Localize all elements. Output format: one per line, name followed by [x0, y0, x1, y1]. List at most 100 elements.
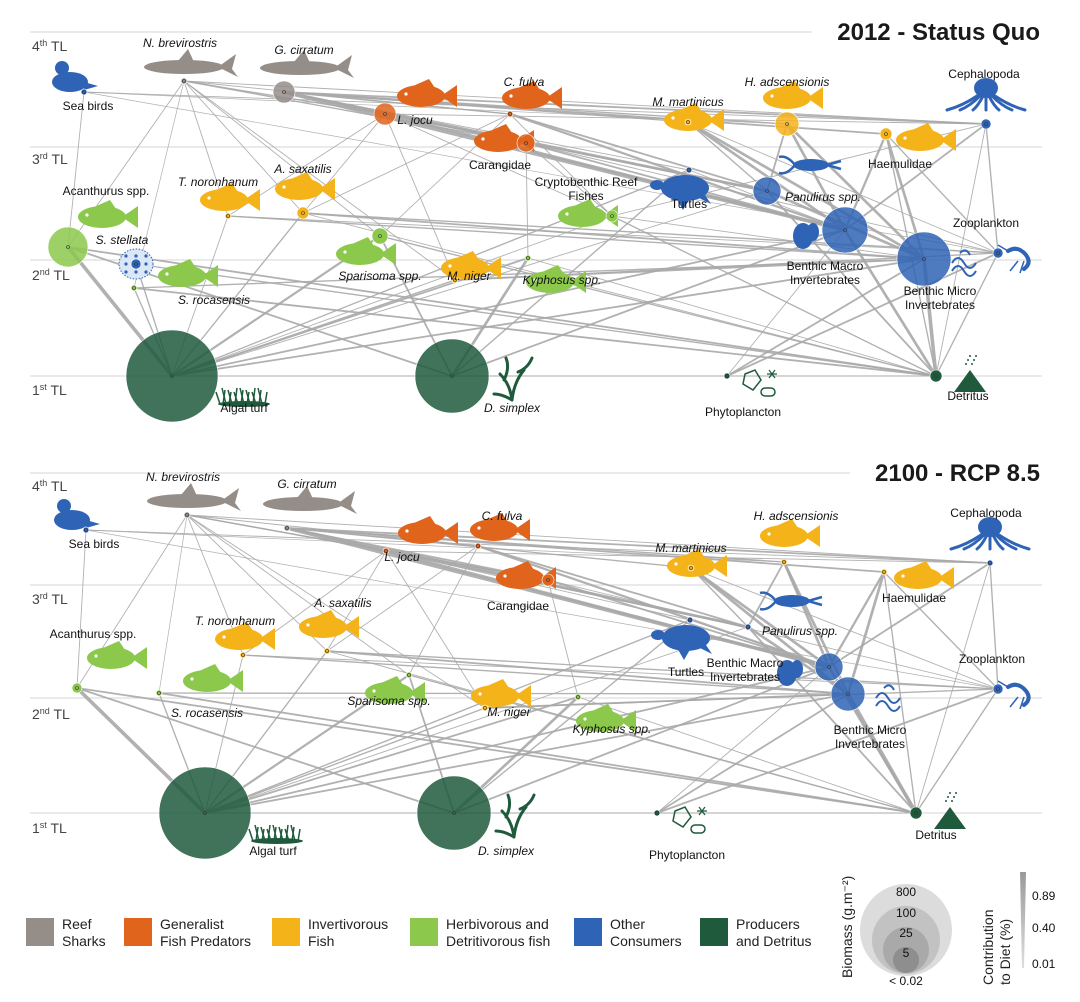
feeding-link — [527, 257, 937, 377]
feeding-link — [525, 142, 529, 259]
biomass-circle — [687, 564, 695, 572]
biomass-circle — [158, 766, 252, 860]
biomass-circle — [155, 689, 163, 697]
feeding-link — [186, 514, 486, 709]
node-cfulva: C. fulva — [502, 75, 562, 118]
legend-swatch — [124, 918, 152, 946]
legend-label-line1: Reef — [62, 916, 92, 932]
biomass-circle — [774, 111, 800, 137]
node-label: Sea birds — [63, 99, 114, 113]
feeding-link — [302, 113, 386, 214]
biomass-circle — [296, 206, 310, 220]
legend-item-other: Other Consumers — [574, 916, 682, 949]
tl-1-label: 1st TL — [32, 382, 67, 398]
feeding-link — [242, 654, 849, 695]
biomass-level-25: 25 — [899, 926, 913, 940]
feeding-link — [611, 215, 925, 260]
feeding-link — [766, 190, 937, 377]
feeding-link — [726, 252, 999, 377]
biomass-circle — [879, 127, 893, 141]
node-panul: Panulirus spp. — [744, 591, 838, 638]
node-label: Phytoplancton — [649, 848, 725, 862]
node-center — [984, 122, 988, 126]
node-label: C. fulva — [504, 75, 545, 89]
node-sroc: S. rocasensis — [155, 664, 243, 720]
node-sroc: S. rocasensis — [130, 259, 250, 307]
feeding-link — [687, 121, 999, 254]
biomass-circle — [744, 623, 752, 631]
biomass-circle — [830, 676, 866, 712]
fish-icon — [365, 676, 425, 704]
node-haem: Haemulidae — [868, 123, 956, 171]
node-label: Turtles — [668, 665, 704, 679]
biomass-circle — [416, 775, 492, 851]
node-label: Algal turf — [249, 844, 297, 858]
node-label: S. stellata — [96, 233, 149, 247]
node-seabirds: Sea birds — [54, 499, 119, 551]
node-center — [689, 566, 693, 570]
biomass-circle — [541, 573, 555, 587]
node-kyph: Kyphosus spp. — [523, 254, 601, 293]
node-label: Haemulidae — [882, 591, 946, 605]
legend-swatch — [700, 918, 728, 946]
feeding-link — [183, 80, 527, 144]
worm-icon — [951, 249, 977, 277]
fish-icon — [78, 200, 138, 228]
node-center — [182, 79, 186, 83]
phyto-icon — [672, 806, 707, 834]
node-center — [241, 653, 245, 657]
node-carang: Carangidae — [469, 124, 536, 172]
node-center — [452, 811, 456, 815]
tl-2-label: 2nd TL — [32, 267, 70, 283]
detritus-icon — [934, 792, 966, 829]
node-ceph: Cephalopoda — [945, 67, 1027, 130]
node-label: Kyphosus spp. — [573, 722, 652, 736]
biomass-circle — [506, 110, 514, 118]
feeding-link — [158, 514, 188, 694]
biomass-circle — [481, 704, 489, 712]
legend-label-line2: Sharks — [62, 933, 106, 949]
fish-icon — [471, 679, 531, 707]
panel-2012: 2012 - Status Quo 4th TL 3rd TL 2nd TL 1… — [30, 14, 1044, 423]
node-center — [476, 544, 480, 548]
feeding-link — [935, 252, 999, 377]
tl-4-label: 4th TL — [32, 478, 68, 494]
legend-item-invertivorous: Invertivorous Fish — [272, 916, 388, 949]
feeding-link — [326, 650, 999, 690]
node-gcirr: G. cirratum — [260, 43, 354, 104]
feeding-link — [477, 545, 749, 628]
node-ceph: Cephalopoda — [949, 506, 1031, 567]
node-phyto: Phytoplancton — [705, 369, 781, 419]
node-center — [450, 374, 454, 378]
node-label: L. jocu — [384, 550, 420, 564]
feeding-link — [204, 696, 579, 814]
node-center — [325, 649, 329, 653]
feeding-link — [828, 562, 991, 668]
node-label: Panulirus spp. — [762, 624, 838, 638]
feeding-link — [827, 570, 886, 669]
node-ljocu: L. jocu — [382, 516, 458, 564]
legend-label-line2: Fish Predators — [160, 933, 251, 949]
biomass-circle — [183, 511, 191, 519]
node-hads: H. adscensionis — [745, 75, 829, 137]
tl-3-label: 3rd TL — [32, 151, 68, 167]
fish-icon — [200, 183, 260, 211]
biomass-circle — [814, 652, 844, 682]
biomass-circle — [373, 102, 397, 126]
node-label: N. brevirostris — [146, 470, 220, 484]
phyto-icon — [742, 369, 777, 397]
feeding-link — [286, 527, 691, 621]
node-center — [765, 189, 769, 193]
feeding-link — [171, 258, 925, 377]
node-label: Carangidae — [487, 599, 549, 613]
node-label: Turtles — [671, 197, 707, 211]
node-center — [988, 561, 992, 565]
legend-label-line1: Generalist — [160, 916, 224, 932]
biomass-circle-5 — [893, 947, 919, 973]
